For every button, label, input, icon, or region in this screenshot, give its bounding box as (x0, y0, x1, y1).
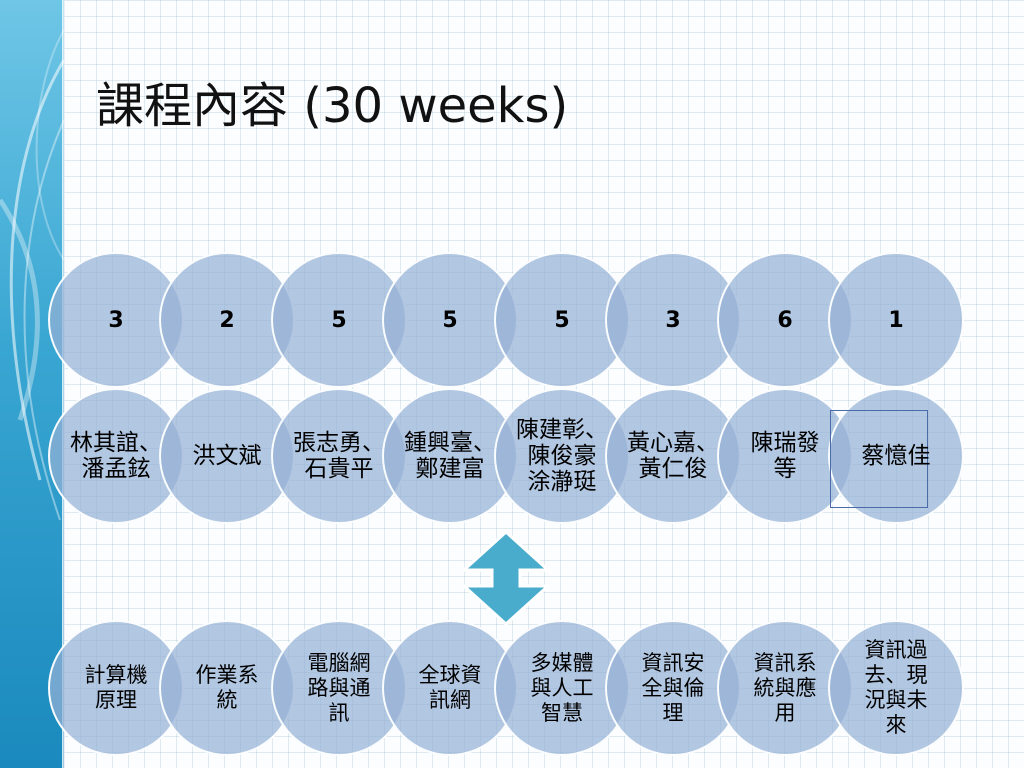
course-title: 資訊過 去、現 況與未 來 (864, 638, 928, 737)
count-value: 3 (108, 307, 124, 333)
count-circle-8: 1 (828, 252, 964, 388)
title-cjk: 課程內容 (96, 78, 289, 134)
teacher-circle-8[interactable]: 蔡憶佳 (828, 388, 964, 524)
count-value: 6 (777, 307, 793, 333)
teacher-names: 陳建彰、 陳俊豪 涂瀞珽 (516, 417, 608, 495)
course-title: 作業系 統 (195, 663, 259, 712)
course-circle-3: 電腦網 路與通 訊 (271, 620, 407, 756)
course-title: 計算機 原理 (84, 663, 148, 712)
teacher-circle-4: 鍾興臺、 鄭建富 (382, 388, 518, 524)
course-circle-7: 資訊系 統與應 用 (717, 620, 853, 756)
teacher-names: 洪文斌 (192, 443, 262, 469)
teacher-circle-3: 張志勇、 石貴平 (271, 388, 407, 524)
teacher-names: 林其誼、 潘孟鉉 (70, 430, 162, 482)
count-value: 1 (888, 307, 904, 333)
course-title: 全球資 訊網 (418, 663, 482, 712)
count-value: 5 (331, 307, 347, 333)
course-title: 資訊安 全與倫 理 (641, 650, 705, 725)
up-down-arrow-icon (460, 530, 552, 626)
teacher-names: 黃心嘉、 黃仁俊 (627, 430, 719, 482)
teacher-names: 鍾興臺、 鄭建富 (404, 430, 496, 482)
course-title: 資訊系 統與應 用 (753, 650, 817, 725)
teacher-names: 蔡憶佳 (861, 443, 931, 469)
course-title: 多媒體 與人工 智慧 (530, 650, 594, 725)
count-value: 2 (219, 307, 235, 333)
side-edge-highlight (62, 0, 66, 768)
count-value: 5 (554, 307, 570, 333)
count-value: 3 (665, 307, 681, 333)
teacher-names: 陳瑞發 等 (750, 430, 820, 482)
side-decoration (0, 0, 64, 768)
title-weeks: (30 weeks) (303, 78, 569, 134)
teacher-circle-6: 黃心嘉、 黃仁俊 (605, 388, 741, 524)
course-circle-8: 資訊過 去、現 況與未 來 (828, 620, 964, 756)
slide-title: 課程內容 (30 weeks) (96, 66, 568, 136)
teacher-circle-1: 林其誼、 潘孟鉉 (48, 388, 184, 524)
course-title: 電腦網 路與通 訊 (307, 650, 371, 725)
count-circle-1: 3 (48, 252, 184, 388)
swirl-decoration (0, 29, 64, 521)
teacher-names: 張志勇、 石貴平 (293, 430, 385, 482)
count-value: 5 (442, 307, 458, 333)
course-circle-2: 作業系 統 (159, 620, 295, 756)
